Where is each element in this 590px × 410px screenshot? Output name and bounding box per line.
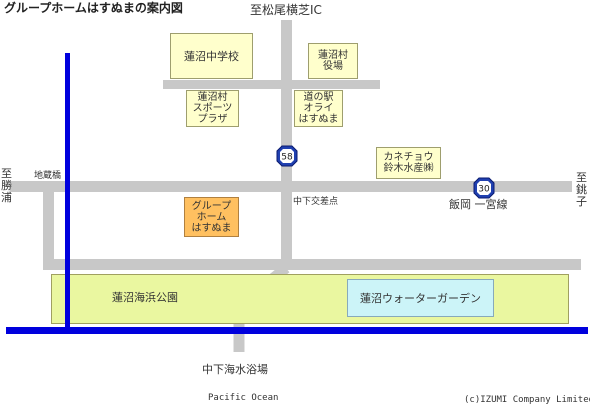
- route-30-shield: 30: [473, 177, 495, 199]
- route-30-number: 30: [478, 185, 490, 195]
- map-title: グループホームはすぬまの案内図: [4, 1, 183, 15]
- road-main-horizontal: [10, 181, 572, 192]
- copyright: (c)IZUMI Company Limited.: [464, 395, 590, 405]
- route-30-name: 飯岡 一宮線: [449, 198, 508, 211]
- beach-label: 中下海水浴場: [202, 363, 268, 376]
- coastline: [6, 327, 588, 334]
- group-home-line1: グループ: [191, 200, 232, 212]
- ocean-label: Pacific Ocean: [208, 393, 279, 403]
- route-58-number: 58: [281, 153, 293, 163]
- group-home-line3: はすぬま: [191, 222, 232, 234]
- direction-north: 至松尾横芝IC: [250, 3, 322, 17]
- sports-plaza-line3: プラザ: [197, 114, 228, 125]
- bridge-label: 地蔵橋: [34, 171, 62, 181]
- direction-east-char3: 子: [576, 195, 587, 208]
- group-home-line2: ホーム: [196, 211, 227, 223]
- river: [65, 53, 70, 329]
- village-office-box: 蓮沼村 役場: [308, 43, 358, 79]
- water-garden-label: 蓮沼ウォーターガーデン: [360, 291, 481, 305]
- road-main-vertical: [281, 20, 292, 268]
- direction-west-char2: 勝: [1, 179, 12, 192]
- village-office-line1: 蓮沼村: [318, 50, 348, 61]
- direction-east-char1: 至: [576, 171, 587, 184]
- michi-no-eki-box: 道の駅 オライ はすぬま: [294, 90, 343, 127]
- school-box: 蓮沼中学校: [170, 33, 253, 79]
- water-garden-box: 蓮沼ウォーターガーデン: [347, 279, 494, 317]
- road-coastal: [43, 259, 581, 270]
- road-upper-horizontal: [163, 80, 380, 89]
- kanechou-box: カネチョウ 鈴木水産㈱: [376, 147, 441, 179]
- direction-east: 至 銚 子: [576, 172, 587, 208]
- direction-east-char2: 銚: [576, 183, 587, 196]
- kanechou-line2: 鈴木水産㈱: [383, 163, 434, 174]
- road-west-vertical: [43, 181, 54, 267]
- michi-no-eki-line2: オライ: [303, 103, 334, 114]
- village-office-line2: 役場: [323, 61, 343, 72]
- kanechou-line1: カネチョウ: [383, 152, 434, 163]
- seaside-park-label: 蓮沼海浜公園: [112, 291, 178, 304]
- michi-no-eki-line3: はすぬま: [298, 114, 339, 125]
- direction-west-char3: 浦: [1, 191, 12, 204]
- sports-plaza-line1: 蓮沼村: [197, 92, 228, 103]
- sports-plaza-box: 蓮沼村 スポーツ プラザ: [186, 90, 239, 127]
- direction-west-char1: 至: [1, 167, 12, 180]
- group-home-box: グループ ホーム はすぬま: [184, 197, 239, 237]
- intersection-label: 中下交差点: [293, 197, 339, 207]
- direction-west: 至 勝 浦: [1, 168, 12, 204]
- school-label: 蓮沼中学校: [184, 49, 239, 63]
- michi-no-eki-line1: 道の駅: [303, 92, 334, 103]
- sports-plaza-line2: スポーツ: [192, 103, 233, 114]
- route-58-shield: 58: [276, 145, 298, 167]
